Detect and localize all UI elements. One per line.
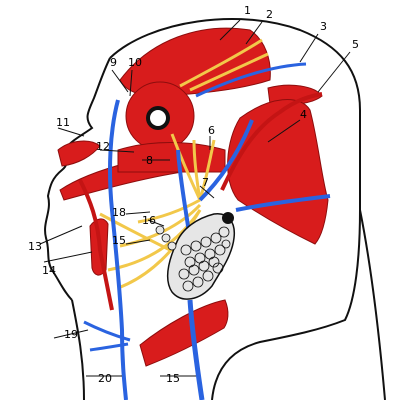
neck-front-outline	[71, 299, 85, 400]
label-6: 6	[208, 124, 215, 137]
nerve-branch-g	[117, 209, 202, 290]
temporal-artery	[220, 92, 323, 191]
vein-supraorbital	[195, 62, 307, 98]
label-18: 18	[112, 206, 126, 219]
vein-angular	[108, 99, 128, 400]
vein-neck-branch-2	[89, 342, 129, 352]
eye-highlight	[150, 110, 166, 126]
vein-temporal	[198, 119, 254, 202]
vein-posterior	[235, 194, 331, 212]
nerve-branch-b	[192, 139, 202, 201]
label-15a: 15	[112, 234, 126, 247]
nerve-top-2	[189, 52, 269, 92]
label-11: 11	[56, 116, 70, 129]
label-12: 12	[96, 140, 110, 153]
back-neck-outline	[359, 209, 386, 400]
neck-muscle	[139, 299, 229, 367]
label-13: 13	[28, 240, 42, 253]
label-8: 8	[146, 154, 153, 167]
nerve-branch-a	[170, 133, 202, 201]
head-outline	[109, 18, 361, 400]
facial-artery	[78, 179, 114, 311]
orbicularis-oris-muscle	[57, 140, 101, 167]
parotid-gland	[166, 213, 236, 300]
label-9: 9	[110, 56, 117, 69]
nerve-branch-h	[99, 212, 171, 252]
nerve-top-1	[179, 38, 263, 88]
large-lateral-muscle	[227, 99, 329, 245]
label-7: 7	[202, 176, 209, 189]
label-16: 16	[142, 214, 156, 227]
label-19: 19	[64, 328, 78, 341]
label-4: 4	[300, 108, 307, 121]
leader-lines	[39, 19, 351, 377]
label-1: 1	[244, 4, 251, 17]
lymph-node	[222, 212, 234, 224]
accessory-gland	[155, 225, 177, 251]
label-14: 14	[42, 264, 56, 277]
label-2: 2	[266, 8, 273, 21]
nerve-branch-c	[198, 139, 216, 201]
label-5: 5	[352, 38, 359, 51]
vein-external-jugular	[187, 299, 205, 400]
label-20: 20	[98, 372, 112, 385]
vein-neck-branch-1	[83, 320, 131, 342]
nerve-branch-d	[137, 198, 201, 224]
label-3: 3	[320, 20, 327, 33]
gland-lobules	[178, 226, 231, 292]
label-15b: 15	[166, 372, 180, 385]
label-10: 10	[128, 56, 142, 69]
